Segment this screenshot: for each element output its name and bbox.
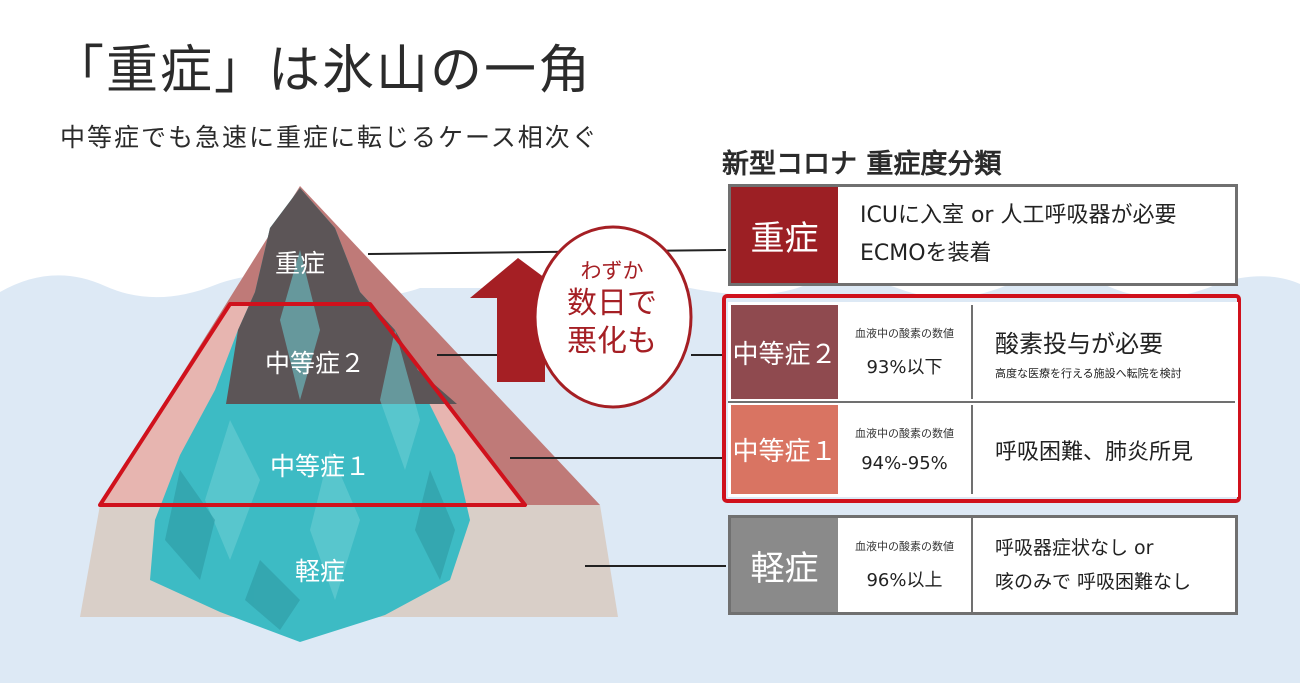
classification-row-severe: 重症 ICUに入室 or 人工呼吸器が必要 ECMOを装着 (728, 184, 1238, 286)
severity-name-mild: 軽症 (731, 518, 838, 612)
severity-desc-severe: ICUに入室 or 人工呼吸器が必要 ECMOを装着 (838, 187, 1235, 283)
moderate-rows-frame (722, 294, 1241, 503)
severity-name-severe: 重症 (731, 187, 838, 283)
level-label-moderate-2: 中等症２ (264, 349, 365, 378)
severity-desc-mild: 呼吸器症状なし or 咳のみで 呼吸困難なし (973, 518, 1235, 612)
desc-line-2: 高度な医療を行える施設へ転院を検討 (995, 366, 1182, 380)
callout-bubble (533, 225, 693, 409)
classification-row-moderate-1: 中等症１ 血液中の酸素の数値 94%-95% 呼吸困難、肺炎所見 (728, 402, 1238, 497)
spo2-moderate-1: 血液中の酸素の数値 94%-95% (838, 405, 973, 494)
spo2-value: 96%以上 (866, 570, 943, 591)
spo2-value: 94%-95% (861, 453, 948, 474)
classification-title: 新型コロナ 重症度分類 (722, 149, 1002, 180)
iceberg-facets (205, 250, 420, 600)
spo2-moderate-2: 血液中の酸素の数値 93%以下 (838, 305, 973, 399)
severity-name-moderate-1: 中等症１ (731, 405, 838, 494)
desc-line-1: ICUに入室 or 人工呼吸器が必要 (860, 203, 1177, 228)
classification-row-moderate-2: 中等症２ 血液中の酸素の数値 93%以下 酸素投与が必要 高度な医療を行える施設… (728, 302, 1238, 402)
callout-line-3: 悪化も (567, 324, 657, 359)
moderate-highlight-frame (98, 302, 527, 507)
desc-line-2: ECMOを装着 (860, 241, 992, 266)
callout-line-1: わずか (580, 259, 644, 283)
spo2-caption: 血液中の酸素の数値 (855, 540, 954, 553)
desc-line-1: 呼吸困難、肺炎所見 (995, 439, 1194, 465)
callout-line-2: 数日で (567, 286, 657, 321)
spo2-mild: 血液中の酸素の数値 96%以上 (838, 518, 973, 612)
page-subtitle: 中等症でも急速に重症に転じるケース相次ぐ (60, 123, 599, 152)
level-label-severe: 重症 (274, 249, 325, 278)
page-title: 「重症」は氷山の一角 (52, 41, 593, 101)
level-label-moderate-1: 中等症１ (269, 452, 370, 481)
severity-name-moderate-2: 中等症２ (731, 305, 838, 399)
desc-line-1: 呼吸器症状なし or (995, 537, 1154, 559)
callout-text: わずか 数日で 悪化も (547, 255, 677, 361)
level-label-mild: 軽症 (294, 557, 345, 586)
severity-desc-moderate-2: 酸素投与が必要 高度な医療を行える施設へ転院を検討 (973, 305, 1235, 399)
spo2-caption: 血液中の酸素の数値 (855, 327, 954, 340)
classification-row-mild: 軽症 血液中の酸素の数値 96%以上 呼吸器症状なし or 咳のみで 呼吸困難な… (728, 515, 1238, 615)
desc-line-1: 酸素投与が必要 (995, 329, 1163, 358)
severity-desc-moderate-1: 呼吸困難、肺炎所見 (973, 405, 1235, 494)
spo2-value: 93%以下 (866, 357, 943, 378)
spo2-caption: 血液中の酸素の数値 (855, 427, 954, 440)
iceberg-facets-dark (165, 470, 455, 630)
moderate-row-divider (728, 401, 1235, 403)
desc-line-2: 咳のみで 呼吸困難なし (995, 571, 1192, 593)
